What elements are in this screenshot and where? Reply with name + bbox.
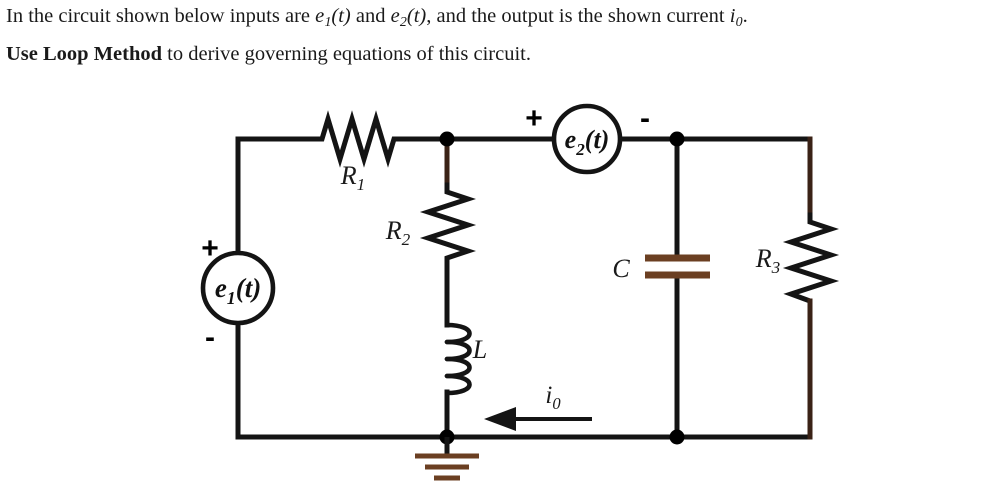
resistor-r3-label: R3: [755, 244, 780, 277]
problem-text-seg4: .: [742, 5, 748, 27]
circuit-diagram: e1(t) + - e2(t) + - R1 R2 R3 L C i0: [0, 92, 1004, 490]
problem-line-1: In the circuit shown below inputs are e1…: [6, 5, 748, 31]
node-bottom-cap: [669, 429, 685, 445]
method-instruction-rest: to derive governing equations of this ci…: [162, 43, 531, 65]
problem-text-seg3: , and the output is the shown current: [426, 5, 730, 27]
r1-subscript: 1: [357, 175, 366, 194]
inline-e2-arg: (t): [406, 5, 427, 27]
e1-symbol: e: [215, 273, 227, 303]
inline-e1-subscript: 1: [324, 14, 332, 30]
e1-plus-sign: +: [201, 232, 219, 265]
voltage-source-e2-circle: [551, 103, 623, 175]
component-labels: R1 R2 R3 L C: [340, 161, 780, 364]
inline-e2-symbol: e: [390, 5, 400, 27]
e2-plus-sign: +: [525, 102, 543, 135]
wire-network: [235, 110, 840, 440]
i0-symbol: i: [545, 382, 552, 409]
output-current-i0: i0: [484, 382, 592, 431]
inductor-loop-2: [444, 339, 472, 362]
junction-nodes: [439, 131, 685, 445]
r2-subscript: 2: [402, 230, 411, 249]
current-i0-label: i0: [545, 382, 561, 413]
r2-symbol: R: [385, 216, 402, 245]
circuit-svg-canvas: e1(t) + - e2(t) + - R1 R2 R3 L C i0: [200, 102, 840, 481]
inline-i0-subscript: 0: [735, 14, 743, 30]
e2-minus-sign: -: [640, 102, 650, 135]
method-instruction: Use Loop Method: [6, 43, 163, 65]
capacitor-c-plates: [645, 254, 710, 279]
voltage-source-e2: e2(t) + -: [525, 102, 650, 175]
e2-subscript: 2: [575, 140, 585, 159]
inductor-l-coils: [444, 322, 472, 396]
e1-minus-sign: -: [205, 321, 215, 354]
inductor-loop-3: [444, 356, 472, 379]
node-top-cap: [669, 131, 685, 147]
e1-subscript: 1: [227, 288, 236, 308]
capacitor-c-label: C: [612, 254, 630, 283]
resistor-r1-zigzag: [312, 110, 405, 168]
voltage-source-e2-label: e2(t): [565, 125, 610, 159]
inline-i0-symbol: i: [729, 5, 736, 27]
e2-symbol: e: [565, 125, 577, 154]
inductor-l-label: L: [472, 335, 487, 364]
inline-e2-subscript: 2: [399, 14, 407, 30]
problem-line-2: Use Loop Method to derive governing equa…: [6, 43, 531, 66]
inline-e1-arg: (t): [331, 5, 351, 27]
inductor-loop-1: [444, 322, 472, 345]
resistor-r1-label: R1: [340, 161, 365, 194]
resistor-r2-label: R2: [385, 216, 411, 249]
problem-text-seg2: and: [350, 5, 391, 27]
voltage-source-e1-circle: [200, 250, 276, 326]
resistor-r3-zigzag: [782, 212, 840, 311]
voltage-source-e1: e1(t) + -: [200, 232, 276, 354]
node-top-mid: [439, 131, 455, 147]
inline-e1-symbol: e: [315, 5, 325, 27]
problem-text-seg1: In the circuit shown below inputs are: [6, 5, 316, 27]
resistor-r2-zigzag: [419, 182, 477, 268]
ground-symbol: [415, 437, 479, 481]
r3-subscript: 3: [771, 258, 781, 277]
e2-arg: (t): [585, 125, 610, 154]
current-arrow-head: [484, 407, 516, 431]
inductor-loop-4: [444, 373, 472, 396]
i0-subscript: 0: [552, 394, 561, 413]
e1-arg: (t): [236, 273, 261, 303]
voltage-source-e1-label: e1(t): [215, 273, 261, 308]
r1-symbol: R: [340, 161, 357, 190]
r3-symbol: R: [755, 244, 772, 273]
